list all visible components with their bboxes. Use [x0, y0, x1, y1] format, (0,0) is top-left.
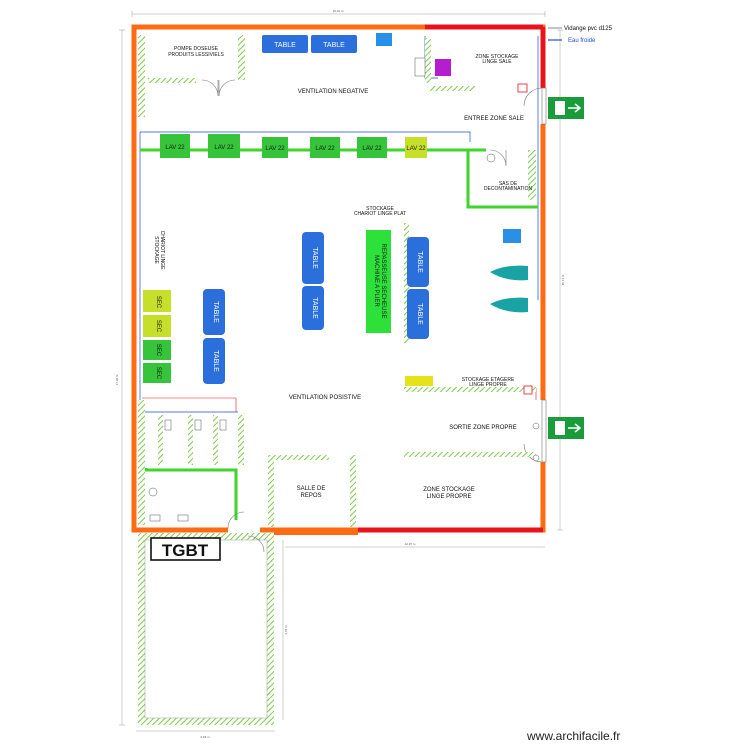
room-shelf-line-2: LINGE PROPRE	[469, 382, 507, 388]
room-dosing-line-1: POMPE DOSEUSE	[174, 46, 219, 52]
interior-doors	[201, 79, 507, 553]
extinguisher-bottom	[523, 385, 533, 395]
room-flat-cart-line-2: CHARIOT LINGE PLAT	[354, 211, 406, 217]
room-decon-line-1: SAS DE	[499, 181, 518, 187]
table-top-1: TABLE	[274, 42, 296, 49]
room-clean-storage-line-2: LINGE PROPRE	[426, 494, 471, 500]
machine-2: LAV 22	[214, 145, 234, 151]
room-rest-line-2: REPOS	[300, 493, 321, 499]
table-center-1: TABLE	[311, 247, 318, 269]
table-top-2: TABLE	[323, 42, 345, 49]
folding-machine-line-1: MACHINE A PLIER	[373, 255, 379, 307]
table-left-2: TABLE	[212, 350, 219, 372]
room-dosing-line-2: PRODUITS LESSIVIELS	[168, 52, 224, 58]
tgbt-box	[150, 537, 221, 561]
top-tables	[262, 35, 357, 53]
table-right-2: TABLE	[416, 303, 423, 325]
dryer-3: SEC	[155, 344, 161, 357]
purple-box	[435, 59, 451, 76]
outer-walls	[131, 24, 547, 534]
yellow-shelf	[405, 376, 433, 386]
room-cart-left-line-2: CHARIOT LINGE	[159, 231, 165, 270]
teal-carts	[490, 265, 528, 313]
dryer-2: SEC	[155, 320, 161, 333]
room-dirty-storage-line-2: LINGE SALE	[482, 59, 512, 65]
dim-annex-height: 4,45 m	[284, 625, 288, 635]
room-dirty-storage-line-1: ZONE STOCKAGE	[476, 54, 520, 60]
exit-sign-bottom	[548, 417, 584, 439]
room-flat-cart-line-1: STOCKAGE	[366, 206, 394, 212]
table-center-2: TABLE	[311, 297, 318, 319]
extinguisher-top	[517, 83, 528, 93]
machine-3: LAV 22	[265, 146, 285, 152]
green-partition	[140, 148, 538, 520]
sanitary-fixtures	[148, 153, 540, 522]
dim-overall-width: 16,01 m	[333, 9, 344, 13]
dim-annex-width: 3,93 m	[200, 735, 210, 739]
room-positive-ventilation: VENTILATION POSISTIVE	[289, 395, 361, 401]
machine-6: LAV 22	[406, 146, 426, 152]
dim-lower-width: 12,37 m	[405, 542, 416, 546]
room-negative-ventilation: VENTILATION NEGATIVE	[298, 89, 368, 95]
center-tables	[203, 232, 429, 384]
cold-water-network	[139, 36, 539, 525]
table-right-1: TABLE	[416, 251, 423, 273]
legend-drain-label: Vidange pvc d125	[564, 26, 613, 32]
dryer-1: SEC	[155, 296, 161, 309]
dim-right-height: 15,14 m	[561, 274, 565, 285]
blue-box-top	[376, 33, 392, 46]
machine-4: LAV 22	[315, 146, 335, 152]
room-clean-exit: SORTIE ZONE PROPRE	[449, 425, 517, 431]
room-shelf-line-1: STOCKAGE ETAGERE	[462, 377, 515, 383]
room-clean-storage-line-1: ZONE STOCKAGE	[423, 487, 475, 493]
exit-sign-top	[548, 97, 584, 119]
room-rest-line-1: SALLE DE	[297, 486, 326, 492]
folding-machine	[366, 230, 391, 333]
sink-top	[414, 57, 426, 77]
table-left-1: TABLE	[212, 301, 219, 323]
room-dirty-entrance: ENTREE ZONE SALE	[464, 116, 524, 122]
room-cart-left-line-1: STOCKAGE	[153, 236, 159, 264]
watermark: www.archifacile.fr	[526, 729, 620, 743]
legend-cold-water-label: Eau froide	[568, 38, 596, 44]
machine-5: LAV 22	[362, 146, 382, 152]
dryer-4: SEC	[155, 367, 161, 380]
annex-walls	[138, 531, 358, 725]
room-decon-line-2: DECONTAMINATION	[484, 186, 533, 192]
tgbt-label: TGBT	[162, 541, 209, 560]
blue-box-right	[503, 229, 521, 243]
machine-1: LAV 22	[165, 145, 185, 151]
left-dryers	[143, 290, 171, 383]
hatched-walls	[138, 35, 536, 527]
folding-machine-line-2: REPASSEUSE SECHEUSE	[380, 244, 386, 319]
washing-machines	[160, 134, 427, 158]
dim-overall-height: 17,39 m	[115, 374, 119, 385]
